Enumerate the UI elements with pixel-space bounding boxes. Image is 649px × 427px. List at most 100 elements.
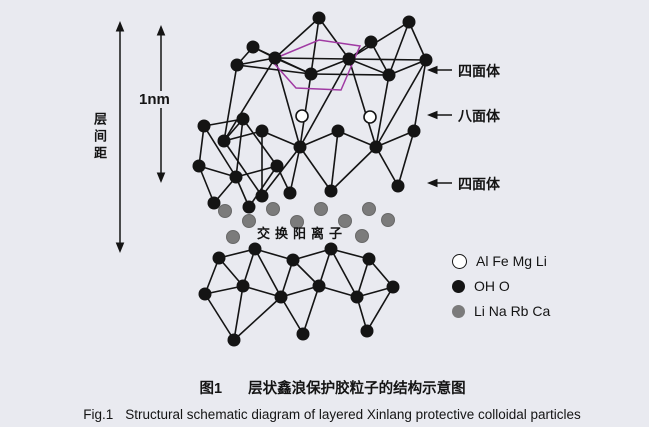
oh-o-node	[296, 327, 310, 341]
bond-edge	[388, 59, 427, 76]
bond-edge	[413, 59, 427, 132]
tetrahedron-label-top: 四面体	[458, 63, 500, 79]
bond-edge	[235, 165, 278, 178]
legend-item: Li Na Rb Ca	[452, 303, 550, 319]
bond-edge	[280, 285, 320, 298]
interlayer-distance-arrow	[115, 21, 125, 253]
exchange-cation-node	[362, 202, 376, 216]
oh-o-node	[324, 242, 338, 256]
hollow-circle-icon	[452, 253, 467, 269]
oh-o-node	[391, 179, 405, 193]
oh-o-node	[293, 140, 307, 154]
octahedral-cation-node	[363, 110, 377, 124]
oh-o-node	[248, 242, 262, 256]
caption-en-number: Fig.1	[83, 407, 114, 422]
bond-edge	[204, 293, 235, 341]
bond-edge	[330, 130, 339, 192]
bond-edge	[203, 125, 237, 178]
oh-o-node	[236, 112, 250, 126]
oh-o-node	[270, 159, 284, 173]
bond-edge	[348, 58, 427, 61]
legend-label: OH O	[474, 278, 510, 294]
oh-o-node	[312, 11, 326, 25]
octahedron-pointer-arrow	[427, 110, 452, 120]
bond-edge	[242, 285, 282, 298]
oh-o-node	[407, 124, 421, 138]
oh-o-node	[198, 287, 212, 301]
lattice-network	[192, 11, 433, 347]
exchange-cation-node	[242, 214, 256, 228]
bond-edge	[274, 57, 312, 75]
bond-edge	[223, 130, 263, 142]
bond-edge	[242, 118, 278, 167]
bond-edge	[254, 248, 294, 261]
bond-edge	[375, 74, 390, 148]
bond-edge	[280, 296, 304, 335]
bond-edge	[375, 146, 399, 187]
oh-o-node	[242, 200, 256, 214]
bond-edge	[233, 285, 244, 341]
oh-o-node	[212, 251, 226, 265]
oh-o-node	[217, 134, 231, 148]
bond-edge	[254, 248, 282, 298]
exchange-cation-node	[290, 215, 304, 229]
oh-o-node	[324, 184, 338, 198]
caption-zh-number: 图1	[199, 381, 223, 397]
bond-edge	[198, 165, 215, 204]
exchange-cation-label: 交换阳离子	[257, 226, 348, 241]
bond-edge	[223, 57, 276, 142]
oh-o-node	[283, 186, 297, 200]
bond-edge	[299, 58, 350, 148]
bond-edge	[248, 165, 278, 208]
exchange-cation-node	[218, 204, 232, 218]
bond-edge	[274, 57, 301, 148]
exchange-cation-node	[381, 213, 395, 227]
oh-o-node	[227, 333, 241, 347]
bond-edge	[337, 130, 377, 148]
oh-o-node	[304, 67, 318, 81]
bond-edge	[233, 296, 282, 341]
oh-o-node	[207, 196, 221, 210]
bond-edge	[348, 21, 410, 60]
bond-edge	[236, 64, 312, 75]
layer-thickness-label: 1nm	[137, 91, 172, 108]
bond-edge	[348, 58, 390, 76]
oh-o-node	[236, 279, 250, 293]
tetrahedron-pointer-arrow-top	[427, 65, 452, 75]
solid-circle-icon	[452, 279, 465, 293]
bond-edge	[330, 146, 377, 192]
oh-o-node	[312, 279, 326, 293]
exchange-cation-node	[314, 202, 328, 216]
bond-edge	[356, 258, 370, 298]
gray-circle-icon	[452, 304, 465, 318]
oh-o-node	[362, 252, 376, 266]
bond-edge	[261, 130, 301, 148]
bond-edge	[274, 57, 350, 60]
bond-edge	[330, 248, 358, 298]
oh-o-node	[197, 119, 211, 133]
oh-o-node	[286, 253, 300, 267]
oh-o-node	[364, 35, 378, 49]
bond-edge	[408, 21, 427, 61]
exchange-cation-node	[266, 202, 280, 216]
oh-o-node	[369, 140, 383, 154]
bond-edge	[318, 285, 358, 298]
bond-edge	[375, 59, 427, 148]
exchange-cation-node	[355, 229, 369, 243]
octahedral-cation-node	[295, 109, 309, 123]
bond-edge	[397, 130, 415, 187]
oh-o-node	[192, 159, 206, 173]
oh-o-node	[402, 15, 416, 29]
bond-edge	[261, 146, 301, 197]
oh-o-node	[255, 124, 269, 138]
oh-o-node	[255, 189, 269, 203]
bond-edge	[318, 17, 350, 60]
caption-zh-text: 层状鑫浪保护胶粒子的结构示意图	[248, 381, 466, 397]
bond-edge	[310, 17, 320, 75]
oh-o-node	[274, 290, 288, 304]
bond-edge	[310, 58, 350, 75]
highlight-outline	[270, 39, 362, 91]
legend-label: Li Na Rb Ca	[474, 303, 551, 319]
legend-item: OH O	[452, 278, 550, 294]
